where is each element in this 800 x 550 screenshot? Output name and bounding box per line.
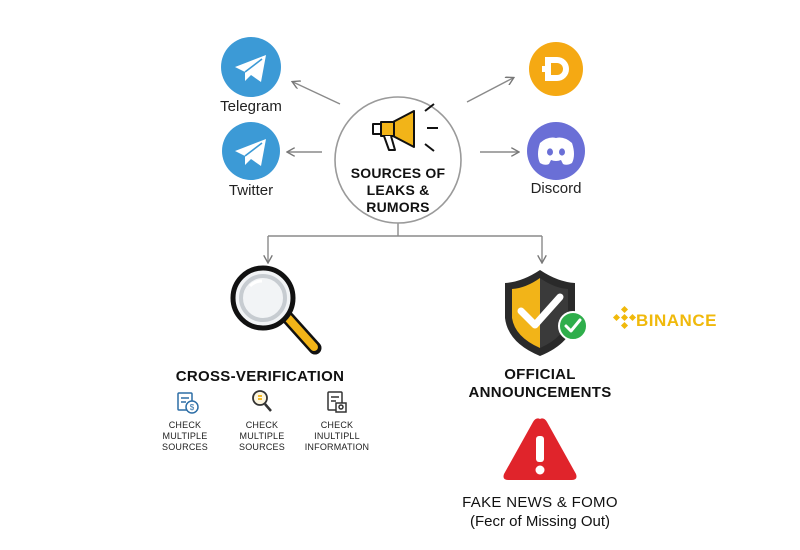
twitter-plane-icon bbox=[222, 122, 280, 180]
arrow-to-telegram bbox=[293, 82, 341, 105]
cross-verification-heading: CROSS-VERIFICATION bbox=[175, 368, 345, 385]
cv-item-1-line3: SOURCES bbox=[162, 442, 208, 452]
telegram-label: Telegram bbox=[220, 98, 282, 115]
binance-logo-icon bbox=[612, 305, 637, 330]
megaphone-icon bbox=[372, 103, 438, 152]
warning-triangle-icon bbox=[503, 418, 577, 480]
cv-item-2-line2: MULTIPLE bbox=[239, 431, 285, 441]
warning-caption: FAKE NEWS & FOMO (Fecr of Missing Out) bbox=[430, 493, 650, 531]
cv-item-2-line3: SOURCES bbox=[239, 442, 285, 452]
cv-item-3-line3: INFORMATION bbox=[304, 442, 370, 452]
discord-icon bbox=[527, 122, 585, 180]
official-heading: OFFICIAL ANNOUNCEMENTS bbox=[440, 366, 640, 402]
official-heading-line2: ANNOUNCEMENTS bbox=[468, 384, 612, 401]
binance-brand-text: BINANCE bbox=[636, 311, 717, 330]
cv-item-1: CHECK MULTIPLE SOURCES bbox=[155, 420, 215, 453]
telegram-icon bbox=[221, 37, 281, 97]
magnifying-glass-icon bbox=[230, 265, 322, 355]
d-logo-icon bbox=[529, 42, 583, 96]
center-title: SOURCES OF LEAKS & RUMORS bbox=[350, 165, 446, 215]
warning-line2: (Fecr of Missing Out) bbox=[469, 513, 611, 530]
search-icon bbox=[252, 390, 272, 412]
cv-item-3-line2: INULTIPLL bbox=[314, 431, 360, 441]
shield-check-icon bbox=[505, 270, 588, 356]
arrow-to-d-logo bbox=[466, 78, 513, 103]
svg-text:$: $ bbox=[190, 403, 195, 412]
document-dollar-icon: $ bbox=[177, 392, 199, 414]
warning-line1: FAKE NEWS & FOMO bbox=[462, 494, 618, 511]
document-id-icon bbox=[327, 391, 347, 413]
official-heading-line1: OFFICIAL bbox=[504, 366, 576, 383]
cv-item-2: CHECK MULTIPLE SOURCES bbox=[232, 420, 292, 453]
cv-item-1-line2: MULTIPLE bbox=[162, 431, 208, 441]
connector-arrows bbox=[268, 78, 542, 262]
discord-label: Discord bbox=[530, 180, 582, 197]
cv-item-2-line1: CHECK bbox=[245, 420, 279, 430]
twitter-label: Twitter bbox=[228, 182, 274, 199]
cv-item-3-line1: CHECK bbox=[320, 420, 354, 430]
cv-item-1-line1: CHECK bbox=[168, 420, 202, 430]
cv-item-3: CHECK INULTIPLL INFORMATION bbox=[300, 420, 374, 453]
